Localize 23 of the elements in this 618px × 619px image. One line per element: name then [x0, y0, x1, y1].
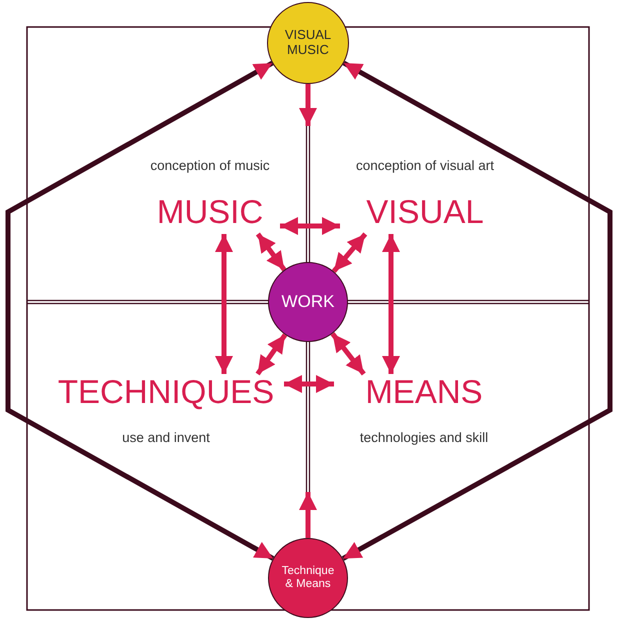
arrow	[299, 492, 317, 538]
quadrant-heading: VISUAL	[366, 194, 484, 230]
double-arrow	[256, 232, 286, 272]
quadrant-heading: MEANS	[365, 374, 483, 410]
double-arrow	[256, 333, 288, 376]
double-arrow	[382, 234, 400, 374]
quadrant-description: conception of music	[150, 158, 270, 174]
quadrant-heading: MUSIC	[156, 194, 264, 230]
quadrant-description: conception of visual art	[356, 158, 494, 174]
double-arrow	[215, 234, 233, 374]
double-arrow	[342, 60, 612, 561]
double-arrow	[284, 375, 334, 393]
quadrant-description: technologies and skill	[360, 430, 488, 446]
center-circle: WORK	[268, 262, 348, 342]
source-circle: VISUAL MUSIC	[267, 2, 349, 84]
double-arrow	[280, 217, 340, 235]
source-circle: Technique & Means	[268, 538, 348, 618]
arrow	[299, 84, 317, 126]
double-arrow	[6, 60, 274, 561]
double-arrow	[330, 332, 366, 376]
quadrant-heading: TECHNIQUES	[58, 374, 274, 410]
quadrant-description: use and invent	[122, 430, 210, 446]
double-arrow	[332, 232, 368, 273]
